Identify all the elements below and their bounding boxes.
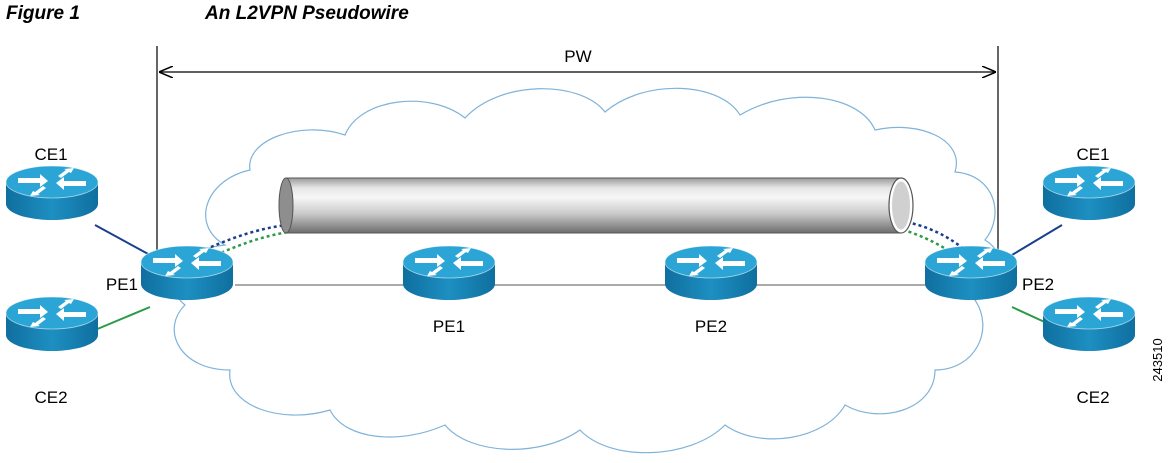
label-ce2-left: CE2 xyxy=(34,388,67,407)
figure-id: 243510 xyxy=(1150,338,1165,381)
router-icon xyxy=(5,296,99,352)
figure-number: Figure 1 xyxy=(6,3,80,24)
link-ce1-pe2-right xyxy=(1011,224,1063,256)
router-icon xyxy=(402,245,496,301)
label-core-pe2: PE2 xyxy=(695,317,727,336)
link-ce1-pe1-left xyxy=(94,224,151,256)
attachment-green-left xyxy=(204,230,290,262)
router-icon xyxy=(1042,296,1136,352)
label-pe2-right: PE2 xyxy=(1022,275,1054,294)
link-ce2-pe1-left xyxy=(94,306,151,331)
pseudowire-tunnel-icon xyxy=(278,177,914,234)
label-core-pe1: PE1 xyxy=(433,317,465,336)
router-icon xyxy=(140,245,234,301)
figure-caption: Figure 1 An L2VPN Pseudowire xyxy=(6,3,706,29)
label-pe1-left: PE1 xyxy=(106,275,138,294)
network-cloud xyxy=(172,87,1002,454)
figure-title: An L2VPN Pseudowire xyxy=(205,3,409,24)
attachment-blue-left xyxy=(199,223,288,254)
pw-label: PW xyxy=(564,47,591,66)
router-icon xyxy=(664,245,758,301)
router-icon xyxy=(5,165,99,221)
router-icon xyxy=(924,245,1018,301)
router-icon xyxy=(1042,165,1136,221)
label-ce1-right: CE1 xyxy=(1076,145,1109,164)
label-ce1-left: CE1 xyxy=(34,145,67,164)
label-ce2-right: CE2 xyxy=(1076,388,1109,407)
